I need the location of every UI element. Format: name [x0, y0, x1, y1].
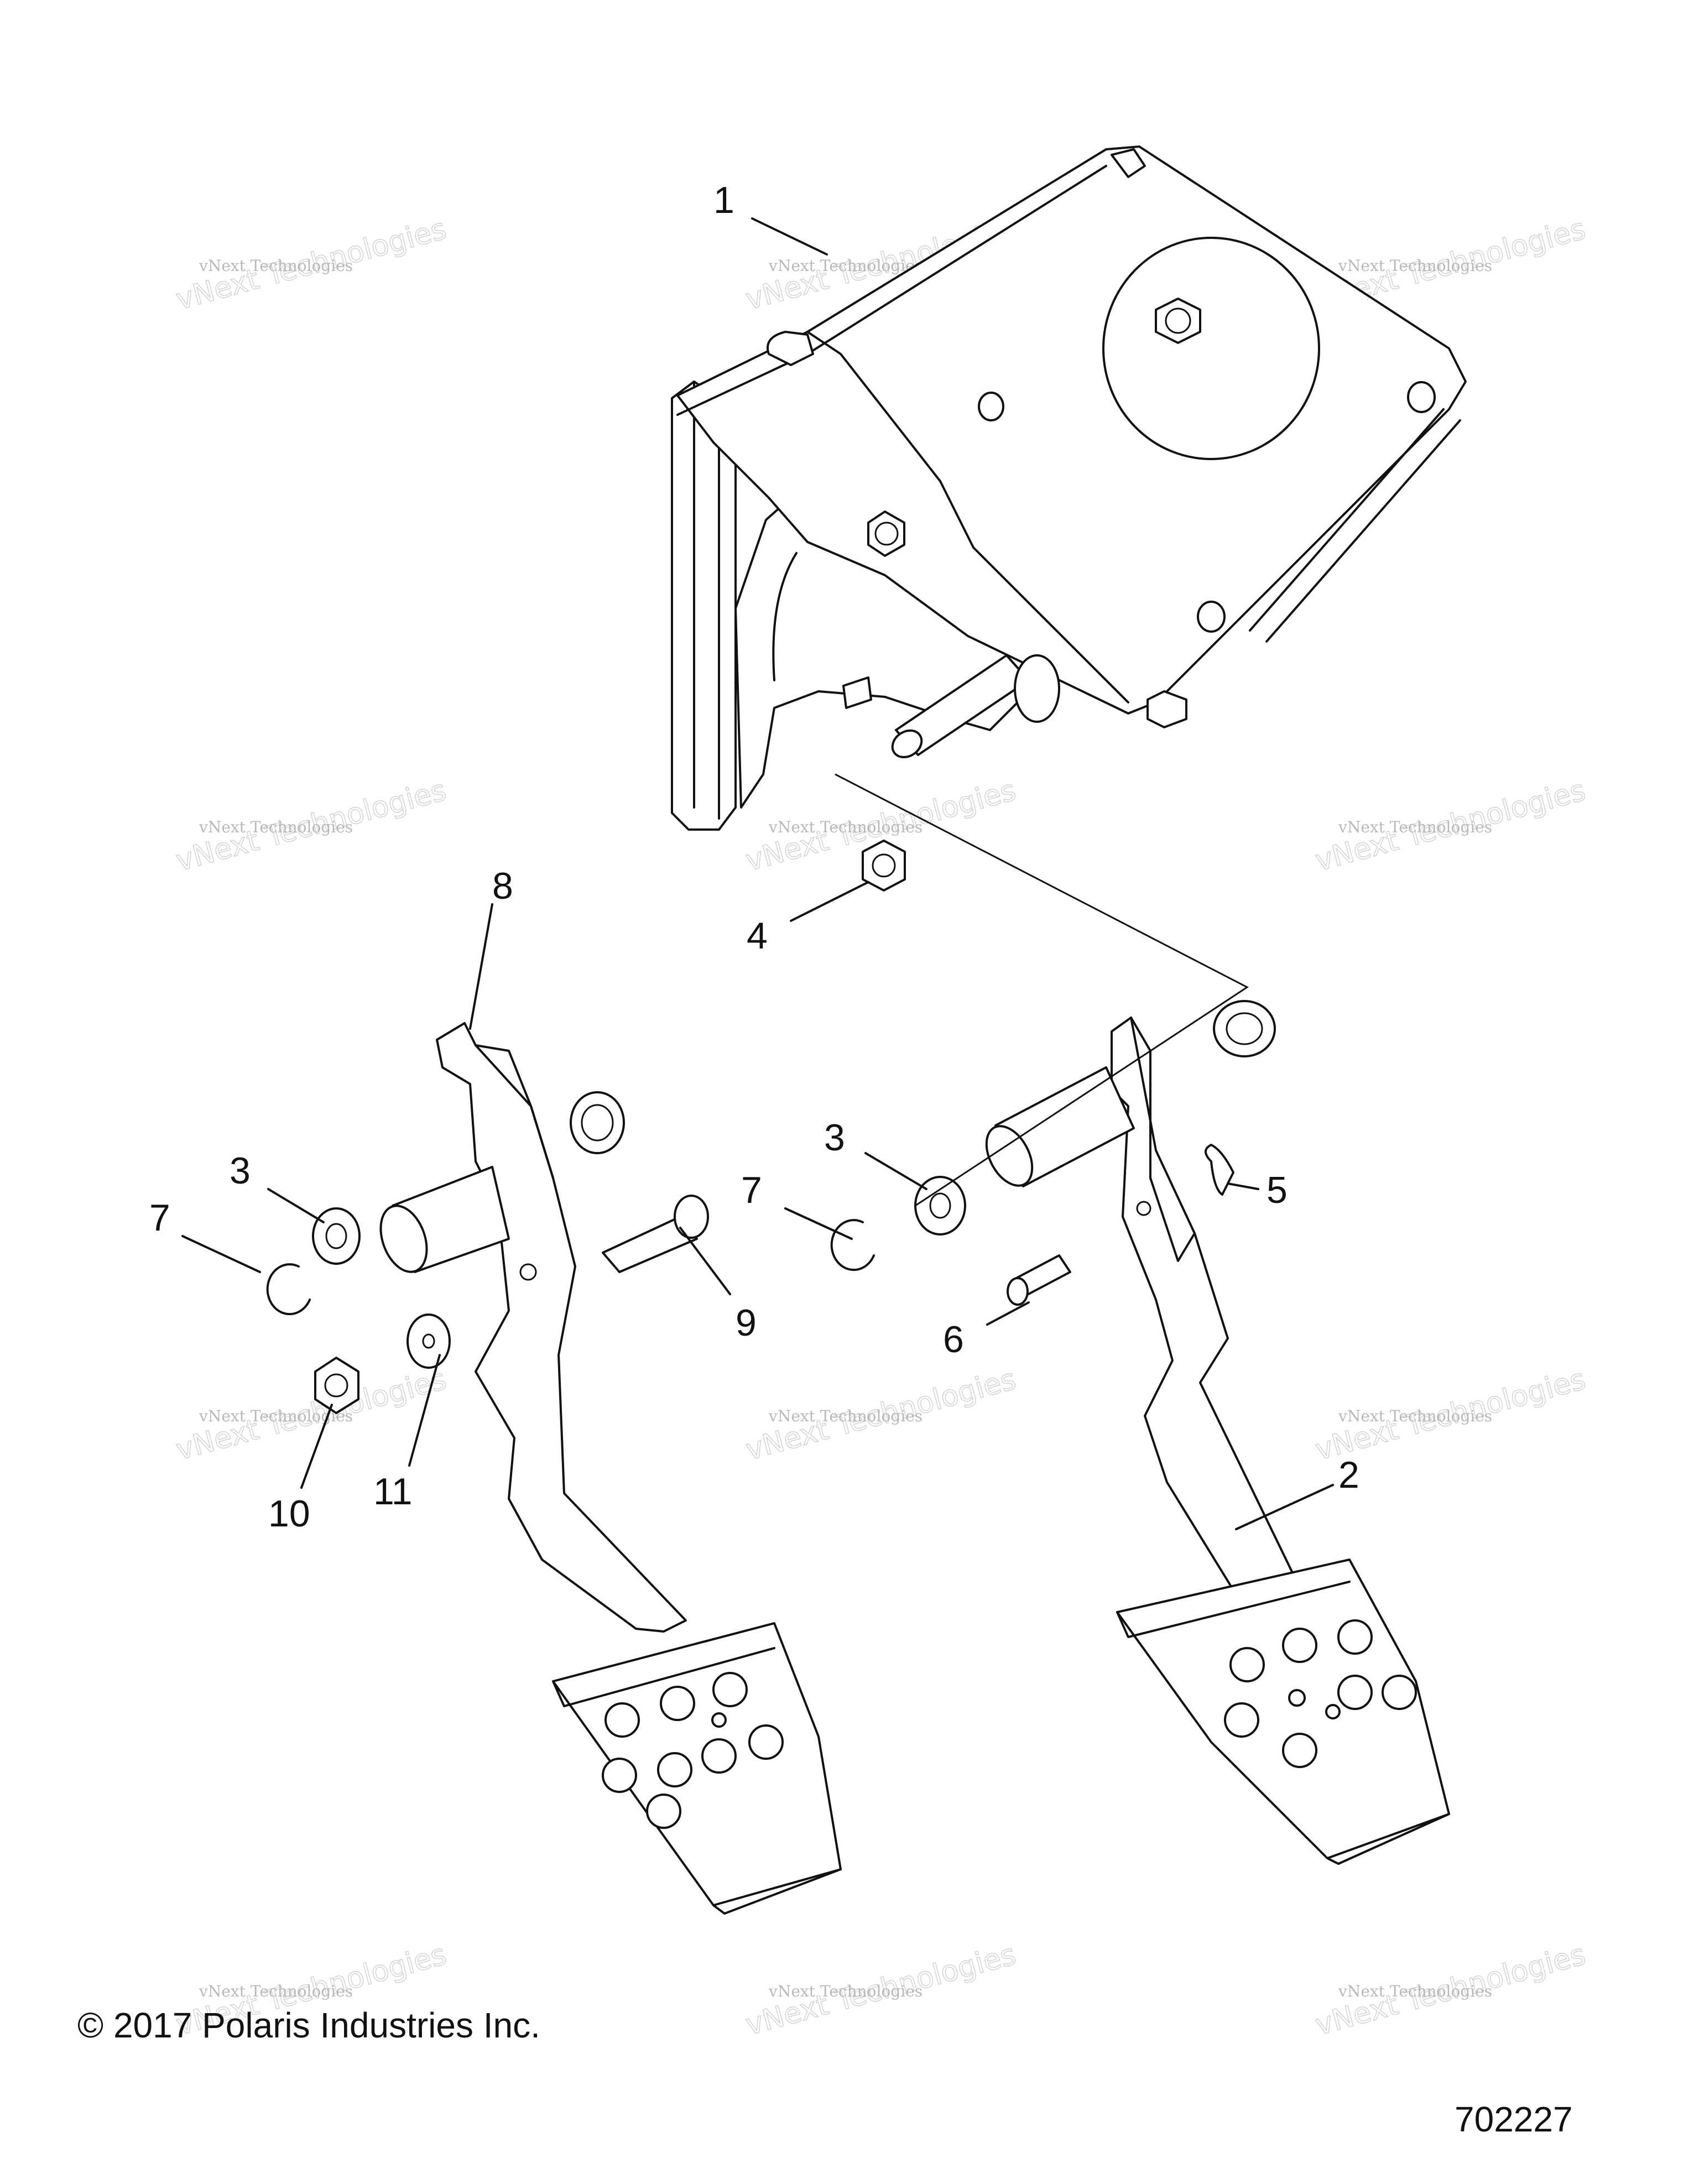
part-3-washer-right: [914, 1176, 966, 1236]
part-5-clip: [1205, 1144, 1234, 1196]
watermark-small-text: vNext Technologies: [768, 1982, 923, 2000]
callout-6: 6: [943, 1318, 964, 1361]
watermark-small-text: vNext Technologies: [199, 257, 353, 275]
watermark-small-text: vNext Technologies: [768, 257, 923, 275]
callout-labels: 1 2 3 3 4 5 6 7 7 8 9 10 11: [149, 179, 1359, 1535]
callout-4: 4: [747, 915, 768, 957]
watermark-small-text: vNext Technologies: [768, 818, 923, 836]
callout-10: 10: [268, 1493, 310, 1535]
watermark-small-text: vNext Technologies: [1338, 818, 1492, 836]
pad-holes-left: [602, 1672, 784, 1829]
part-6-pin: [1007, 1254, 1071, 1306]
watermark-small-text: vNext Technologies: [1338, 1982, 1492, 2000]
watermark-small-text: vNext Technologies: [199, 1982, 353, 2000]
part-7-eclip-right: [830, 1219, 875, 1271]
pad-holes-right: [1224, 1619, 1417, 1768]
callout-7-left: 7: [149, 1197, 170, 1239]
watermark-small-text: vNext Technologies: [1338, 257, 1492, 275]
part-8-pedal-left: [379, 1022, 842, 1915]
part-2-pedal-right: [985, 1000, 1450, 1865]
callout-1: 1: [713, 179, 734, 221]
watermark-small-text: vNext Technologies: [199, 818, 353, 836]
watermark-small-text: vNext Technologies: [1338, 1407, 1492, 1425]
callout-2: 2: [1338, 1454, 1359, 1496]
callout-7-right: 7: [741, 1169, 762, 1211]
callout-3-left: 3: [230, 1150, 251, 1192]
callout-9: 9: [736, 1302, 757, 1344]
part-11-washer: [406, 1313, 451, 1369]
part-9-pin: [602, 1195, 709, 1273]
part-7-eclip-left: [266, 1263, 311, 1316]
part-10-nut: [314, 1357, 359, 1414]
part-1-bracket: [671, 145, 1467, 831]
callout-5: 5: [1267, 1169, 1288, 1211]
drawing-number: 702227: [1455, 2099, 1573, 2139]
copyright-notice: © 2017 Polaris Industries Inc.: [77, 2005, 540, 2045]
callout-3-right: 3: [824, 1117, 845, 1159]
part-4-nut: [862, 840, 906, 892]
part-3-washer-left: [312, 1207, 361, 1265]
leader-lines: [181, 217, 1334, 1530]
callout-11: 11: [373, 1471, 413, 1513]
watermark-small-text: vNext Technologies: [768, 1407, 923, 1425]
callout-8: 8: [492, 865, 513, 907]
